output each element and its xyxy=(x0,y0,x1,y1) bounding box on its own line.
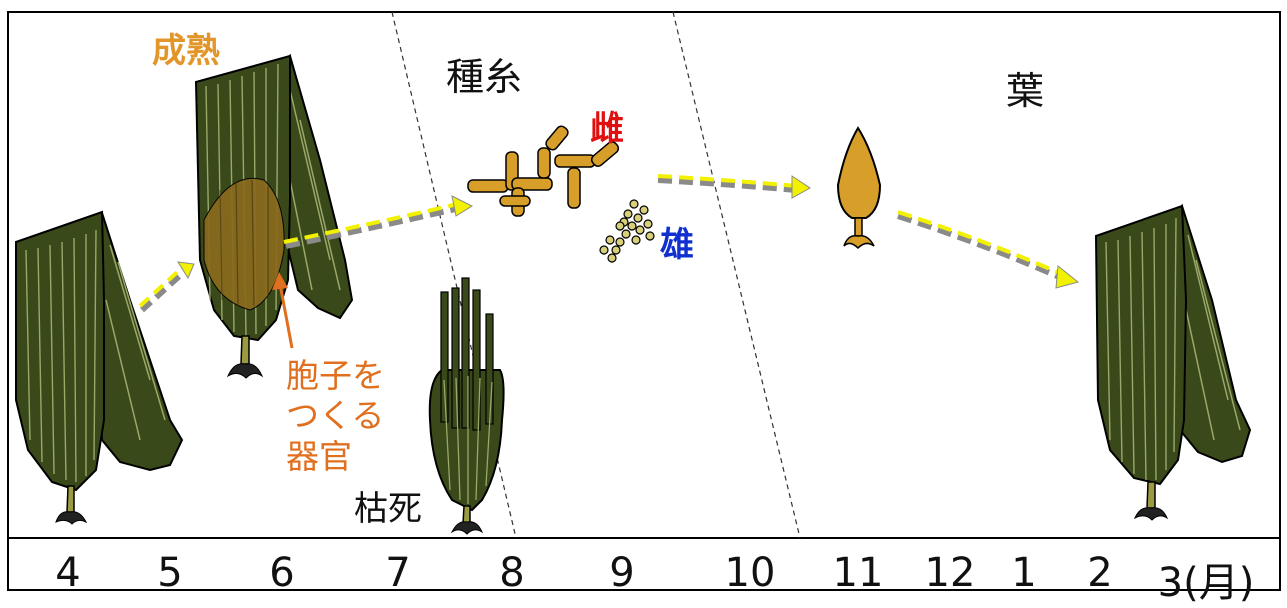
month-label: 6 xyxy=(269,550,295,596)
month-label: 8 xyxy=(499,550,525,596)
spore-organ-pointer xyxy=(272,272,294,349)
month-label: 12 xyxy=(924,550,976,596)
kelp-sporophyte-mature xyxy=(194,53,354,379)
young-sporophyte xyxy=(836,126,882,250)
month-label: 7 xyxy=(385,550,411,596)
kelp-sporophyte-withered xyxy=(428,277,505,535)
stage-label-gametophyte: 種糸 xyxy=(446,55,523,99)
spore-organ-label: 胞子を つくる 器官 xyxy=(286,356,385,476)
female-label: 雌 xyxy=(590,109,624,149)
month-label: 3(月) xyxy=(1157,560,1255,606)
month-label: 1 xyxy=(1011,550,1037,596)
diagram-frame xyxy=(7,11,1281,591)
kelp-sporophyte-new xyxy=(1094,203,1252,521)
month-label: 9 xyxy=(609,550,635,596)
month-label: 5 xyxy=(157,550,183,596)
month-label: 11 xyxy=(832,550,884,596)
flow-arrows xyxy=(138,174,1080,313)
month-label: 4 xyxy=(55,550,81,596)
month-label: 10 xyxy=(724,550,776,596)
phase-divider-2 xyxy=(672,11,801,539)
male-gametophyte xyxy=(599,199,655,263)
female-gametophyte xyxy=(467,125,620,217)
kelp-sporophyte-young xyxy=(15,210,184,525)
withered-label: 枯死 xyxy=(354,489,422,529)
stage-label-leaf: 葉 xyxy=(1006,69,1045,113)
male-label: 雄 xyxy=(660,225,694,265)
month-label: 2 xyxy=(1087,550,1113,596)
maturity-label: 成熟 xyxy=(152,31,220,71)
